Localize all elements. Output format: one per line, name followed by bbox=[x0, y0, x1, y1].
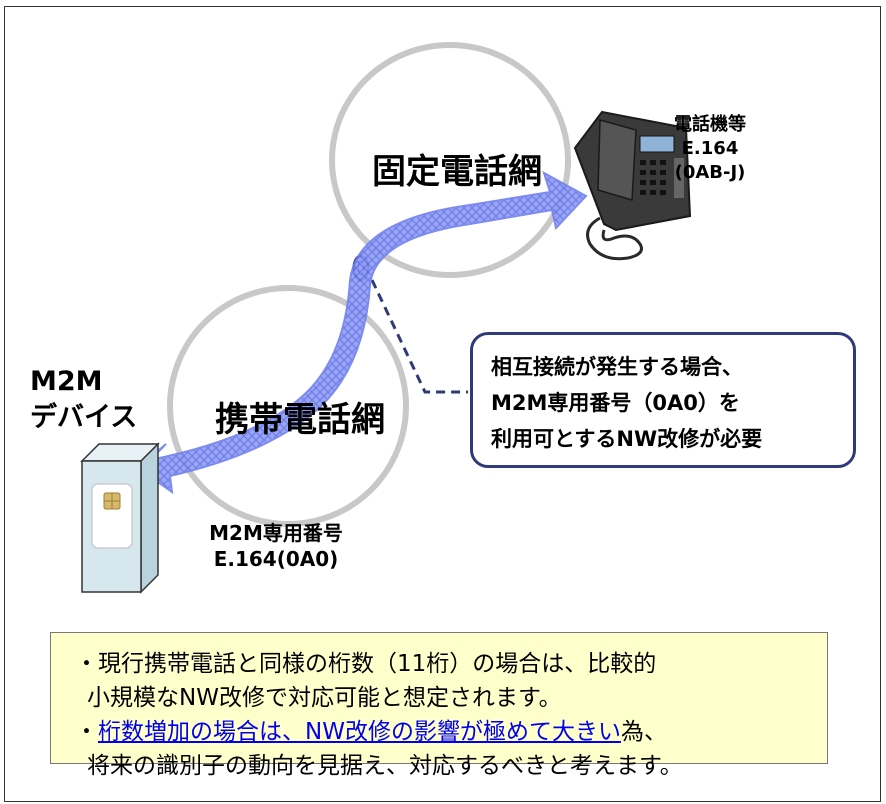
m2m-device-label: M2M デバイス bbox=[30, 364, 137, 436]
m2m-device-icon bbox=[80, 442, 160, 594]
m2m-device-label-line: デバイス bbox=[30, 402, 138, 433]
m2m-device-label-line: M2M bbox=[30, 366, 103, 397]
notes-box: ・現行携帯電話と同様の桁数（11桁）の場合は、比較的 小規模なNW改修で対応可能… bbox=[50, 632, 828, 779]
bullet-marker: ・ bbox=[75, 719, 98, 745]
connection-arrow bbox=[136, 170, 588, 495]
callout-line: 利用可とするNW改修が必要 bbox=[491, 427, 763, 451]
note-bullet-2-suffix: 為、 bbox=[620, 719, 667, 745]
m2m-number-caption-line: M2M専用番号 bbox=[209, 521, 343, 545]
diagram-frame bbox=[4, 6, 881, 802]
mobile-network-label: 携帯電話網 bbox=[215, 400, 385, 440]
callout-leader-line bbox=[370, 279, 468, 394]
phone-caption: 電話機等 E.164 (0AB-J) bbox=[655, 113, 765, 185]
telephone-icon bbox=[573, 110, 692, 261]
interconnection-callout: 相互接続が発生する場合、 M2M専用番号（0A0）を 利用可とするNW改修が必要 bbox=[470, 332, 856, 468]
phone-caption-line: (0AB-J) bbox=[674, 162, 746, 183]
note-bullet-2-line-1: ・桁数増加の場合は、NW改修の影響が極めて大きい為、 bbox=[75, 715, 803, 749]
note-bullet-2-line-2: 将来の識別子の動向を見据え、対応するべきと考えます。 bbox=[87, 753, 683, 779]
callout-line: M2M専用番号（0A0）を bbox=[491, 391, 740, 415]
phone-caption-line: 電話機等 bbox=[674, 114, 746, 135]
phone-caption-line: E.164 bbox=[681, 138, 739, 159]
emphasis-link[interactable]: 桁数増加の場合は、NW改修の影響が極めて大きい bbox=[98, 719, 621, 745]
fixed-network-label: 固定電話網 bbox=[372, 152, 542, 192]
m2m-number-caption-line: E.164(0A0) bbox=[213, 547, 339, 571]
callout-line: 相互接続が発生する場合、 bbox=[491, 355, 743, 379]
note-bullet-1-line-2: 小規模なNW改修で対応可能と想定されます。 bbox=[87, 685, 562, 711]
m2m-number-caption: M2M専用番号 E.164(0A0) bbox=[186, 520, 366, 572]
note-bullet-1-line-1: ・現行携帯電話と同様の桁数（11桁）の場合は、比較的 bbox=[75, 651, 657, 677]
